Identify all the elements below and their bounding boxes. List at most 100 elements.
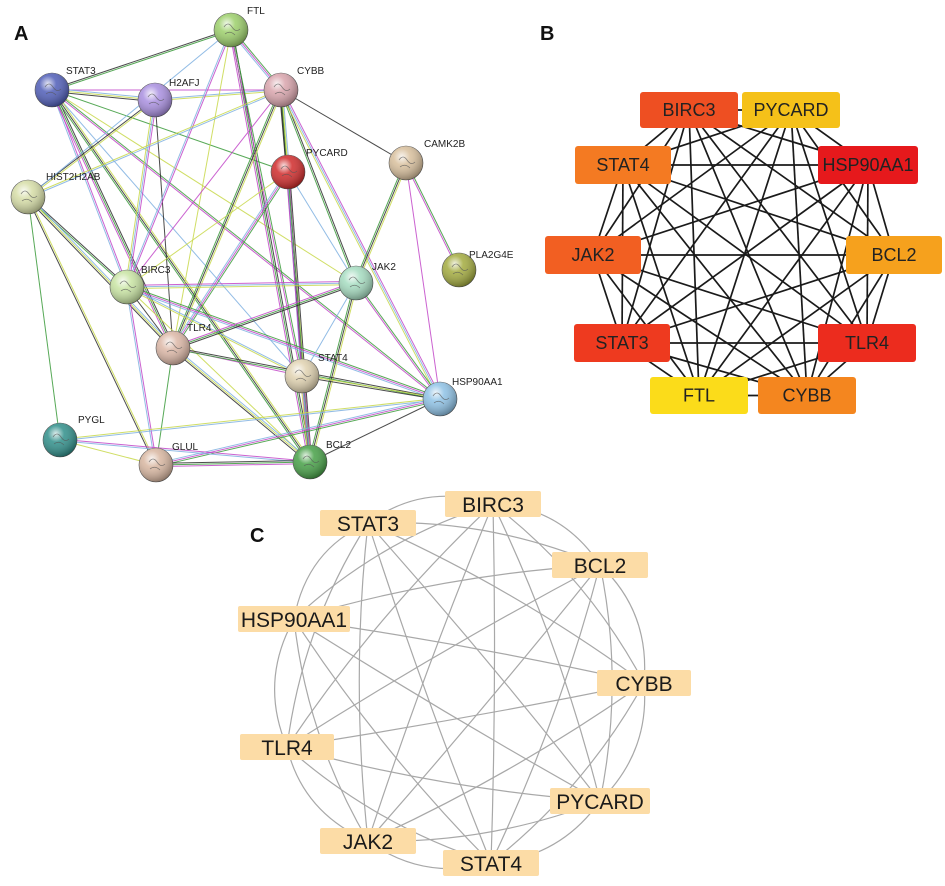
node-sphere-shade [442, 253, 476, 287]
hub-node-cybb[interactable]: CYBB [758, 377, 856, 414]
hub-node-label: CYBB [782, 386, 831, 406]
edge-line [51, 90, 440, 401]
core-node-stat4[interactable]: STAT4 [443, 850, 539, 876]
edge-line [50, 90, 127, 288]
node-label: PLA2G4E [469, 250, 514, 261]
hub-node-stat3[interactable]: STAT3 [574, 324, 670, 362]
edge-line [27, 197, 127, 288]
core-node-cybb[interactable]: CYBB [597, 670, 691, 696]
edge-line [51, 91, 155, 103]
protein-structure-icon [165, 341, 183, 354]
core-node-box [238, 606, 350, 632]
edge-line [28, 90, 282, 199]
core-node-jak2[interactable]: JAK2 [320, 828, 416, 854]
core-node-stat3[interactable]: STAT3 [320, 510, 416, 536]
edge-line [172, 282, 357, 349]
node-birc3[interactable]: BIRC3 [109, 265, 171, 305]
edge-jak2-stat4 [301, 282, 357, 377]
hub-node-ftl[interactable]: FTL [650, 377, 748, 414]
node-sphere-shade [156, 331, 190, 365]
edge-line [354, 162, 405, 283]
node-jak2[interactable]: JAK2 [338, 262, 396, 301]
edge-stat3-tlr4 [50, 89, 175, 349]
panel-c-label: C [250, 525, 264, 547]
node-pycard[interactable]: PYCARD [270, 148, 348, 190]
edge-birc3-bcl2 [126, 286, 311, 463]
edge-jak2-bcl2 [307, 282, 359, 463]
hub-node-jak2[interactable]: JAK2 [545, 236, 641, 274]
edge-stat3-pycard [367, 522, 601, 802]
node-sphere-shade [35, 73, 69, 107]
hub-node-box [758, 377, 856, 414]
hub-node-label: BIRC3 [662, 100, 715, 120]
node-stat4[interactable]: STAT4 [284, 353, 348, 394]
edge-line [28, 195, 175, 348]
edge-birc3-stat4 [490, 503, 496, 864]
node-sphere-shade [285, 359, 319, 393]
hub-node-hsp90aa1[interactable]: HSP90AA1 [818, 146, 918, 184]
edge-line [52, 88, 441, 399]
edge-ftl-birc3 [125, 29, 233, 288]
protein-structure-icon [44, 83, 62, 96]
edge-line [280, 89, 441, 400]
node-cybb[interactable]: CYBB [263, 66, 325, 108]
edge-hist2h2ab-pygl [27, 196, 61, 441]
hub-node-pycard[interactable]: PYCARD [742, 92, 840, 128]
protein-structure-icon [148, 458, 166, 471]
hub-node-bcl2[interactable]: BCL2 [846, 236, 942, 274]
protein-structure-icon [302, 455, 320, 468]
hub-node-box [640, 92, 738, 128]
node-ftl[interactable]: FTL [213, 6, 265, 48]
edge-cybb-hsp90aa1 [279, 89, 442, 400]
edge-line [280, 89, 407, 164]
protein-structure-icon [280, 165, 298, 178]
edge-line [171, 170, 288, 348]
node-hsp90aa1[interactable]: HSP90AA1 [422, 377, 503, 417]
node-label: PYCARD [306, 148, 348, 159]
protein-structure-icon [432, 392, 450, 405]
node-sphere-shade [138, 83, 172, 117]
edge-line [155, 347, 174, 466]
core-node-pycard[interactable]: PYCARD [550, 788, 650, 814]
node-stat3[interactable]: STAT3 [34, 66, 96, 108]
node-label: STAT4 [318, 353, 348, 364]
node-label: JAK2 [372, 262, 396, 273]
edge-stat3-bcl2 [50, 88, 312, 464]
core-node-bcl2[interactable]: BCL2 [552, 552, 648, 578]
edge-line [172, 89, 282, 349]
node-camk2b[interactable]: CAMK2B [388, 139, 465, 181]
node-tlr4[interactable]: TLR4 [155, 323, 212, 366]
hub-node-box [545, 236, 641, 274]
hub-node-box [846, 236, 942, 274]
core-node-birc3[interactable]: BIRC3 [445, 491, 541, 517]
node-h2afj[interactable]: H2AFJ [137, 78, 200, 118]
hub-node-box [742, 92, 840, 128]
edge-tlr4-bcl2 [171, 346, 312, 464]
hub-node-birc3[interactable]: BIRC3 [640, 92, 738, 128]
edge-line [27, 196, 174, 349]
edge-line [51, 89, 357, 284]
edge-pycard-ftl [698, 109, 792, 396]
node-hist2h2ab[interactable]: HIST2H2AB [10, 172, 101, 215]
edge-line [126, 288, 440, 401]
node-label: BIRC3 [141, 265, 171, 276]
edge-line [281, 89, 358, 283]
hub-node-tlr4[interactable]: TLR4 [818, 324, 916, 362]
core-node-label: PYCARD [556, 791, 644, 814]
node-pla2g4e[interactable]: PLA2G4E [441, 250, 514, 288]
node-glul[interactable]: GLUL [138, 442, 199, 483]
core-node-tlr4[interactable]: TLR4 [240, 734, 334, 760]
edge-cybb-stat4 [490, 682, 645, 864]
hub-node-stat4[interactable]: STAT4 [575, 146, 671, 184]
edge-line [28, 196, 128, 287]
node-bcl2[interactable]: BCL2 [292, 440, 351, 480]
edge-hsp90aa1-tlr4 [274, 618, 295, 748]
edge-line [27, 88, 281, 197]
core-node-hsp90aa1[interactable]: HSP90AA1 [238, 606, 350, 632]
node-pygl[interactable]: PYGL [42, 415, 105, 458]
core-node-box [445, 491, 541, 517]
edge-line [126, 286, 441, 400]
